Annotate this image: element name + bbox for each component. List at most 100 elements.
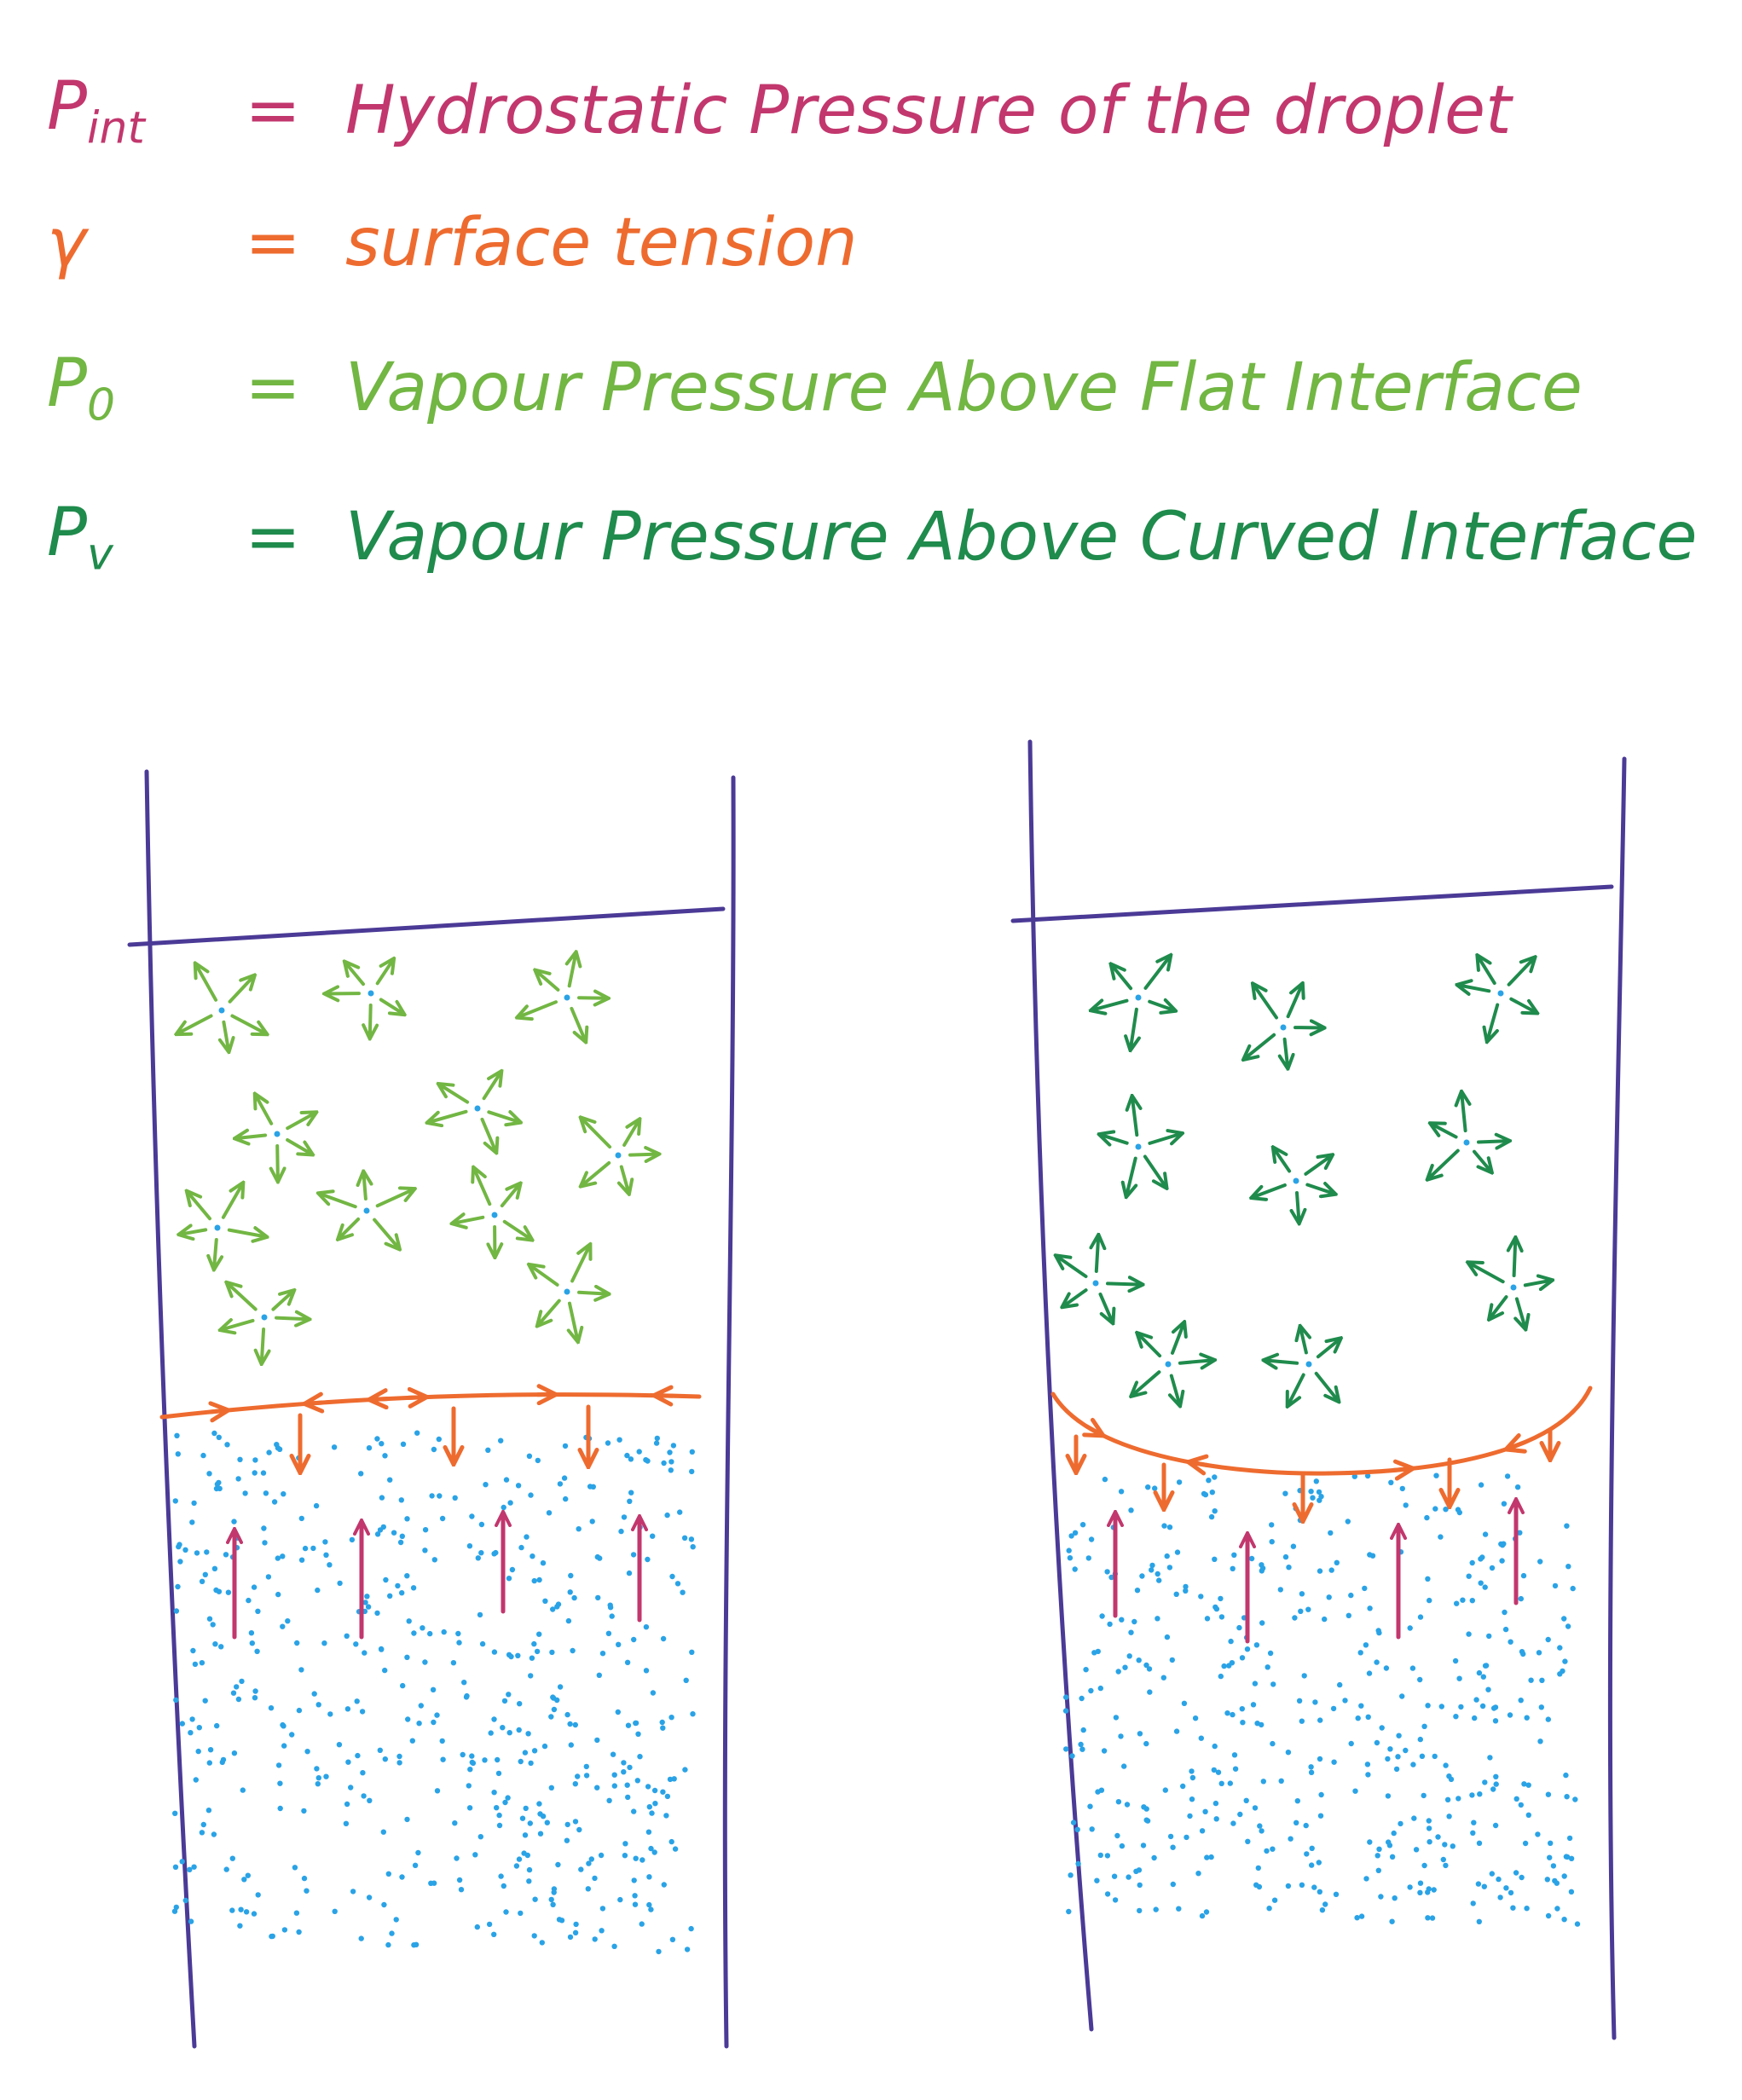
liquid-dot <box>1444 1796 1451 1802</box>
liquid-dot <box>1255 1865 1262 1871</box>
vapour-arrow <box>262 1328 263 1362</box>
molecule-center <box>474 1105 481 1112</box>
vapour-arrow <box>530 1265 559 1287</box>
liquid-dot <box>1386 1839 1392 1845</box>
liquid-dot <box>495 1770 502 1777</box>
liquid-dot <box>1067 1555 1074 1561</box>
liquid-dot <box>188 1918 194 1924</box>
liquid-dot <box>1469 1598 1476 1604</box>
liquid-dot <box>469 1513 475 1519</box>
liquid-dot <box>1198 1735 1205 1741</box>
liquid-dot <box>281 1491 286 1497</box>
liquid-dot <box>296 1707 303 1714</box>
liquid-dot <box>1104 1569 1110 1575</box>
liquid-dot <box>1085 1555 1092 1561</box>
liquid-dot <box>1099 1613 1105 1619</box>
liquid-dot <box>240 1787 246 1793</box>
vapour-molecule <box>326 960 403 1038</box>
liquid-dot <box>583 1773 590 1779</box>
liquid-dot <box>171 1908 178 1914</box>
liquid-dot <box>436 1436 442 1443</box>
liquid-dot <box>640 1857 645 1863</box>
liquid-dot <box>561 1475 568 1481</box>
liquid-dot <box>323 1552 329 1559</box>
liquid-dot <box>359 1709 366 1715</box>
vapour-arrow <box>214 1238 217 1269</box>
molecule-center <box>1497 990 1504 997</box>
liquid-dot <box>1137 1907 1143 1914</box>
liquid-dot <box>266 1449 272 1455</box>
liquid-dot <box>592 1875 598 1882</box>
liquid-dot <box>1389 1918 1395 1924</box>
liquid-dot <box>434 1712 440 1718</box>
liquid-dot <box>358 1471 364 1477</box>
liquid-dot <box>310 1545 316 1552</box>
liquid-dot <box>1145 1484 1151 1490</box>
liquid-dot <box>242 1490 248 1496</box>
vapour-arrow <box>1304 1155 1331 1176</box>
liquid-dot <box>230 1690 237 1696</box>
liquid-dot <box>400 1682 406 1689</box>
liquid-dot <box>224 1442 230 1448</box>
liquid-dot <box>248 1630 255 1636</box>
liquid-dot <box>389 1930 395 1936</box>
equals-sign: = <box>245 72 301 149</box>
liquid-dots <box>1062 1472 1581 1927</box>
liquid-dot <box>199 1660 205 1666</box>
liquid-dot <box>1482 1584 1488 1590</box>
liquid-dot <box>1112 1897 1119 1903</box>
liquid-dot <box>374 1531 381 1537</box>
liquid-dot <box>527 1820 533 1826</box>
vapour-molecule <box>1265 1328 1340 1405</box>
liquid-dot <box>1433 1472 1439 1478</box>
liquid-dot <box>536 1801 542 1807</box>
liquid-dot <box>268 1705 275 1711</box>
liquid-dot <box>385 1941 391 1948</box>
liquid-dot <box>404 1654 410 1661</box>
liquid-dot <box>1173 1728 1180 1734</box>
liquid-dot <box>1298 1608 1304 1615</box>
liquid-dot <box>452 1820 458 1826</box>
liquid-dot <box>1442 1842 1448 1848</box>
liquid-dot <box>572 1781 578 1787</box>
liquid-dot <box>1203 1909 1210 1915</box>
liquid-dot <box>379 1495 385 1501</box>
liquid-dot <box>646 1901 652 1908</box>
liquid-dot <box>617 1896 623 1903</box>
liquid-dot <box>396 1760 402 1766</box>
liquid-dot <box>1228 1638 1234 1645</box>
liquid-dot <box>1259 1620 1265 1626</box>
curved-interface-line <box>1050 1386 1593 1476</box>
liquid-dot <box>1080 1727 1086 1733</box>
liquid-dot <box>280 1721 286 1728</box>
liquid-dot <box>1520 1651 1526 1657</box>
liquid-dot <box>469 1753 475 1759</box>
vapour-arrow <box>1178 1360 1213 1363</box>
container-lid <box>1010 884 1614 923</box>
liquid-dot <box>627 1764 633 1771</box>
liquid-dot <box>646 1874 652 1880</box>
vapour-arrow <box>1478 957 1496 986</box>
liquid-dot <box>1244 1646 1251 1652</box>
liquid-dot <box>1144 1818 1151 1824</box>
liquid-dot <box>628 1490 634 1495</box>
liquid-dot <box>1141 1804 1147 1810</box>
liquid-dot <box>523 1805 529 1812</box>
liquid-dot <box>643 1624 650 1630</box>
liquid-dot <box>431 1446 437 1453</box>
liquid-dot <box>1550 1863 1557 1869</box>
vapour-molecule <box>1092 957 1174 1050</box>
liquid-dot <box>1403 1747 1409 1754</box>
liquid-dot <box>1443 1507 1449 1513</box>
molecule-center <box>1305 1361 1312 1368</box>
liquid-dot <box>418 1703 424 1709</box>
liquid-dot <box>261 1525 267 1531</box>
liquid-dot <box>588 1856 594 1862</box>
liquid-dot <box>1421 1862 1427 1869</box>
liquid-dot <box>434 1788 441 1794</box>
liquid-dot <box>660 1725 666 1731</box>
liquid-dot <box>684 1947 691 1952</box>
liquid-dot <box>382 1756 388 1762</box>
liquid-dot <box>555 1861 561 1868</box>
liquid-dot <box>1257 1823 1263 1829</box>
